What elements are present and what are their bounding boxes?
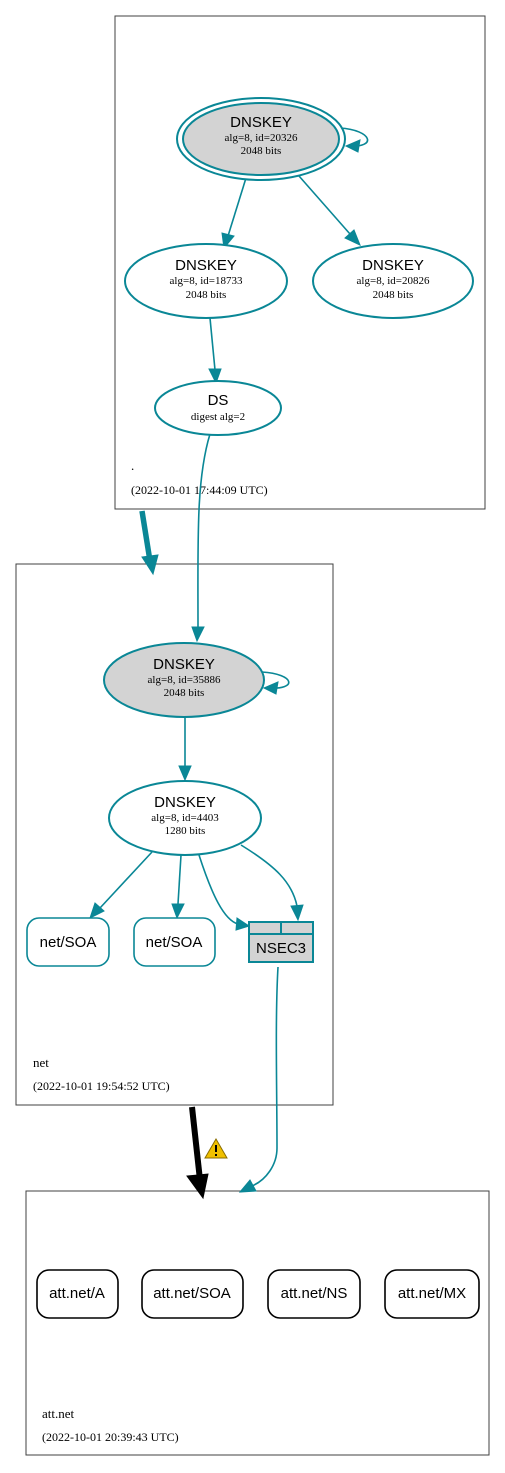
node-root-ksk[interactable]: DNSKEY alg=8, id=20326 2048 bits [176, 97, 346, 181]
node-title: DNSKEY [153, 656, 215, 673]
record-att-net-mx[interactable]: att.net/MX [384, 1269, 480, 1319]
record-att-net-ns[interactable]: att.net/NS [267, 1269, 361, 1319]
edge-net-zsk-nsec3-b [240, 844, 298, 907]
record-label: att.net/SOA [153, 1285, 231, 1302]
edge-net-zsk-nsec3-a [198, 854, 239, 925]
record-att-net-a[interactable]: att.net/A [36, 1269, 119, 1319]
node-alg-id: alg=8, id=20326 [225, 132, 298, 144]
zone-net-timestamp: (2022-10-01 19:54:52 UTC) [33, 1079, 170, 1093]
zone-root-box [114, 15, 486, 510]
arrowhead [186, 1173, 209, 1200]
arrowhead [178, 765, 192, 782]
zone-root-name: . [131, 458, 134, 473]
node-alg-id: alg=8, id=4403 [151, 812, 219, 824]
node-root-zsk-18733[interactable]: DNSKEY alg=8, id=18733 2048 bits [124, 243, 288, 319]
zone-root-timestamp: (2022-10-01 17:44:09 UTC) [131, 483, 268, 497]
node-alg-id: alg=8, id=18733 [170, 275, 243, 287]
node-title: DNSKEY [175, 257, 237, 274]
zone-attnet-box [25, 1190, 490, 1456]
node-bits: 2048 bits [186, 289, 227, 301]
node-label: net/SOA [40, 934, 97, 951]
arrowhead [238, 1179, 257, 1193]
node-net-soa-1[interactable]: net/SOA [26, 917, 110, 967]
node-label: net/SOA [146, 934, 203, 951]
arrowhead [89, 902, 105, 919]
edge-root-zsk1-ds [209, 317, 216, 371]
node-bits: 2048 bits [241, 145, 282, 157]
zone-net-name: net [33, 1055, 49, 1070]
node-net-ksk[interactable]: DNSKEY alg=8, id=35886 2048 bits [103, 642, 265, 718]
edge-root-net-delegation [139, 510, 153, 562]
edge-ds-net-ksk [197, 433, 211, 629]
zone-attnet-timestamp: (2022-10-01 20:39:43 UTC) [42, 1430, 179, 1444]
node-bits: 1280 bits [165, 825, 206, 837]
record-att-net-soa[interactable]: att.net/SOA [141, 1269, 244, 1319]
node-alg-id: alg=8, id=20826 [357, 275, 430, 287]
arrowhead [171, 903, 185, 920]
node-alg-id: alg=8, id=35886 [148, 674, 221, 686]
zone-attnet: att.net (2022-10-01 20:39:43 UTC) [25, 1190, 490, 1456]
warning-icon [204, 1138, 228, 1159]
edge-net-zsk-soa2 [177, 854, 182, 905]
edge-net-zsk-soa1 [99, 851, 153, 909]
arrowhead [290, 904, 304, 922]
node-digest: digest alg=2 [191, 411, 245, 423]
node-inner [182, 102, 340, 176]
edge-nsec3-attnet [251, 966, 279, 1187]
edge-root-ksk-zsk2 [298, 175, 351, 235]
node-title: DS [208, 392, 229, 409]
arrowhead [191, 626, 205, 643]
node-net-zsk-4403[interactable]: DNSKEY alg=8, id=4403 1280 bits [108, 780, 262, 856]
arrowhead [262, 681, 279, 695]
record-label: att.net/MX [398, 1285, 466, 1302]
arrowhead [235, 917, 251, 931]
node-root-ds[interactable]: DS digest alg=2 [154, 380, 282, 436]
zone-net-box [15, 563, 334, 1106]
arrowhead [208, 368, 222, 385]
arrowhead [344, 229, 361, 246]
node-title: DNSKEY [154, 794, 216, 811]
arrowhead [344, 139, 361, 153]
node-net-soa-2[interactable]: net/SOA [133, 917, 216, 967]
node-net-nsec3[interactable]: NSEC3 [248, 921, 314, 963]
node-title: DNSKEY [362, 257, 424, 274]
node-title: DNSKEY [230, 114, 292, 131]
node-label: NSEC3 [256, 940, 306, 957]
edge-net-attnet-delegation [189, 1106, 203, 1181]
edge-root-ksk-zsk1 [227, 177, 247, 237]
arrowhead [141, 554, 159, 576]
node-root-zsk-20826[interactable]: DNSKEY alg=8, id=20826 2048 bits [312, 243, 474, 319]
edges [89, 127, 369, 1200]
node-bits: 2048 bits [164, 687, 205, 699]
record-label: att.net/A [49, 1285, 105, 1302]
zone-attnet-name: att.net [42, 1406, 75, 1421]
record-label: att.net/NS [281, 1285, 348, 1302]
zone-net: net (2022-10-01 19:54:52 UTC) [15, 563, 334, 1106]
zone-root: . (2022-10-01 17:44:09 UTC) [114, 15, 486, 510]
node-bits: 2048 bits [373, 289, 414, 301]
